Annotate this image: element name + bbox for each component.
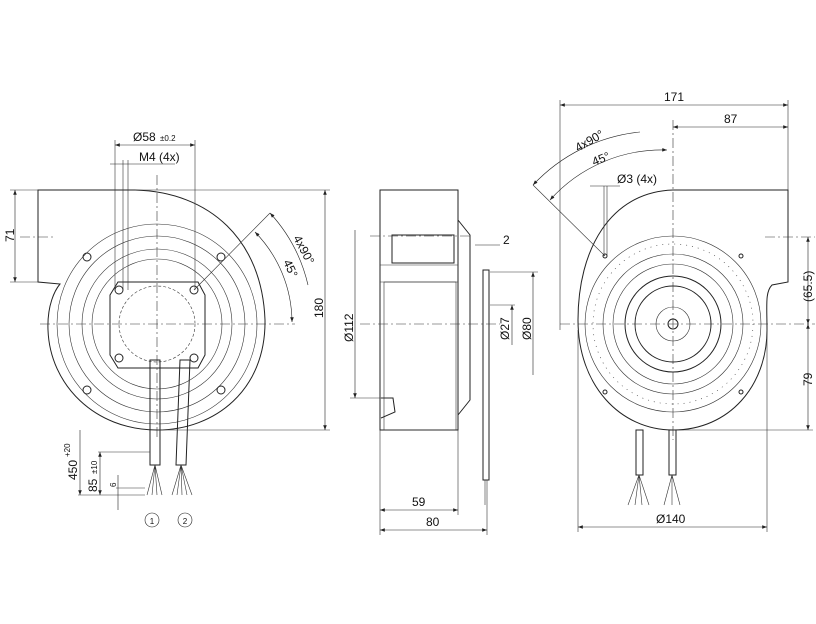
dim-80: 80 [426,515,440,529]
dim-65: (65.5) [801,271,815,302]
cable-2-marker [177,512,193,528]
dim-d58-tol: ±0.2 [160,134,176,143]
dim-85: 85 [86,478,100,492]
dim-d140: Ø140 [656,512,686,526]
dim-d58: Ø58 [133,130,156,144]
dim-m4: M4 (4x) [139,150,180,164]
dim-d80: Ø80 [520,317,534,340]
rear-dim-45: 45° [590,149,612,169]
dim-6: 6 [109,482,118,487]
front-view: 1 2 Ø58 ±0.2 M4 (4x) 71 180 4x90° 45° 45… [3,130,330,528]
dim-450: 450 [66,460,80,480]
dim-d112: Ø112 [342,313,356,342]
rear-cables [627,429,681,506]
dim-450-tol: +20 [63,443,72,457]
dim-45-arc [254,231,294,323]
rear-holes [602,253,744,395]
motor-plate [109,281,206,369]
dim-171: 171 [664,90,684,104]
dim-85-tol: ±10 [90,460,99,474]
rear-view: 171 87 4x90° 45° Ø3 (4x) (65.5) 79 Ø140 [532,90,815,532]
mounting-holes [82,252,226,395]
dim-d27: Ø27 [498,317,512,340]
dim-71: 71 [3,228,17,242]
bolt-circle [118,285,196,363]
cable-1-marker [144,512,160,528]
cable-1-label: 1 [150,517,155,526]
dim-180: 180 [312,298,326,318]
side-electronics [457,219,471,416]
dim-2: 2 [503,233,510,247]
side-inlet-lip [380,397,396,419]
rear-dim-45-arc [549,148,668,201]
side-impeller-top [391,234,455,264]
dim-d3: Ø3 (4x) [617,172,657,186]
side-housing [379,189,459,431]
dim-87: 87 [724,112,738,126]
cable-2-label: 2 [183,517,188,526]
dim-59: 59 [412,495,426,509]
cables [146,359,193,496]
side-wire-plate [482,269,490,481]
side-view: Ø112 2 Ø27 Ø80 59 80 [342,189,538,535]
dim-79: 79 [801,372,815,386]
